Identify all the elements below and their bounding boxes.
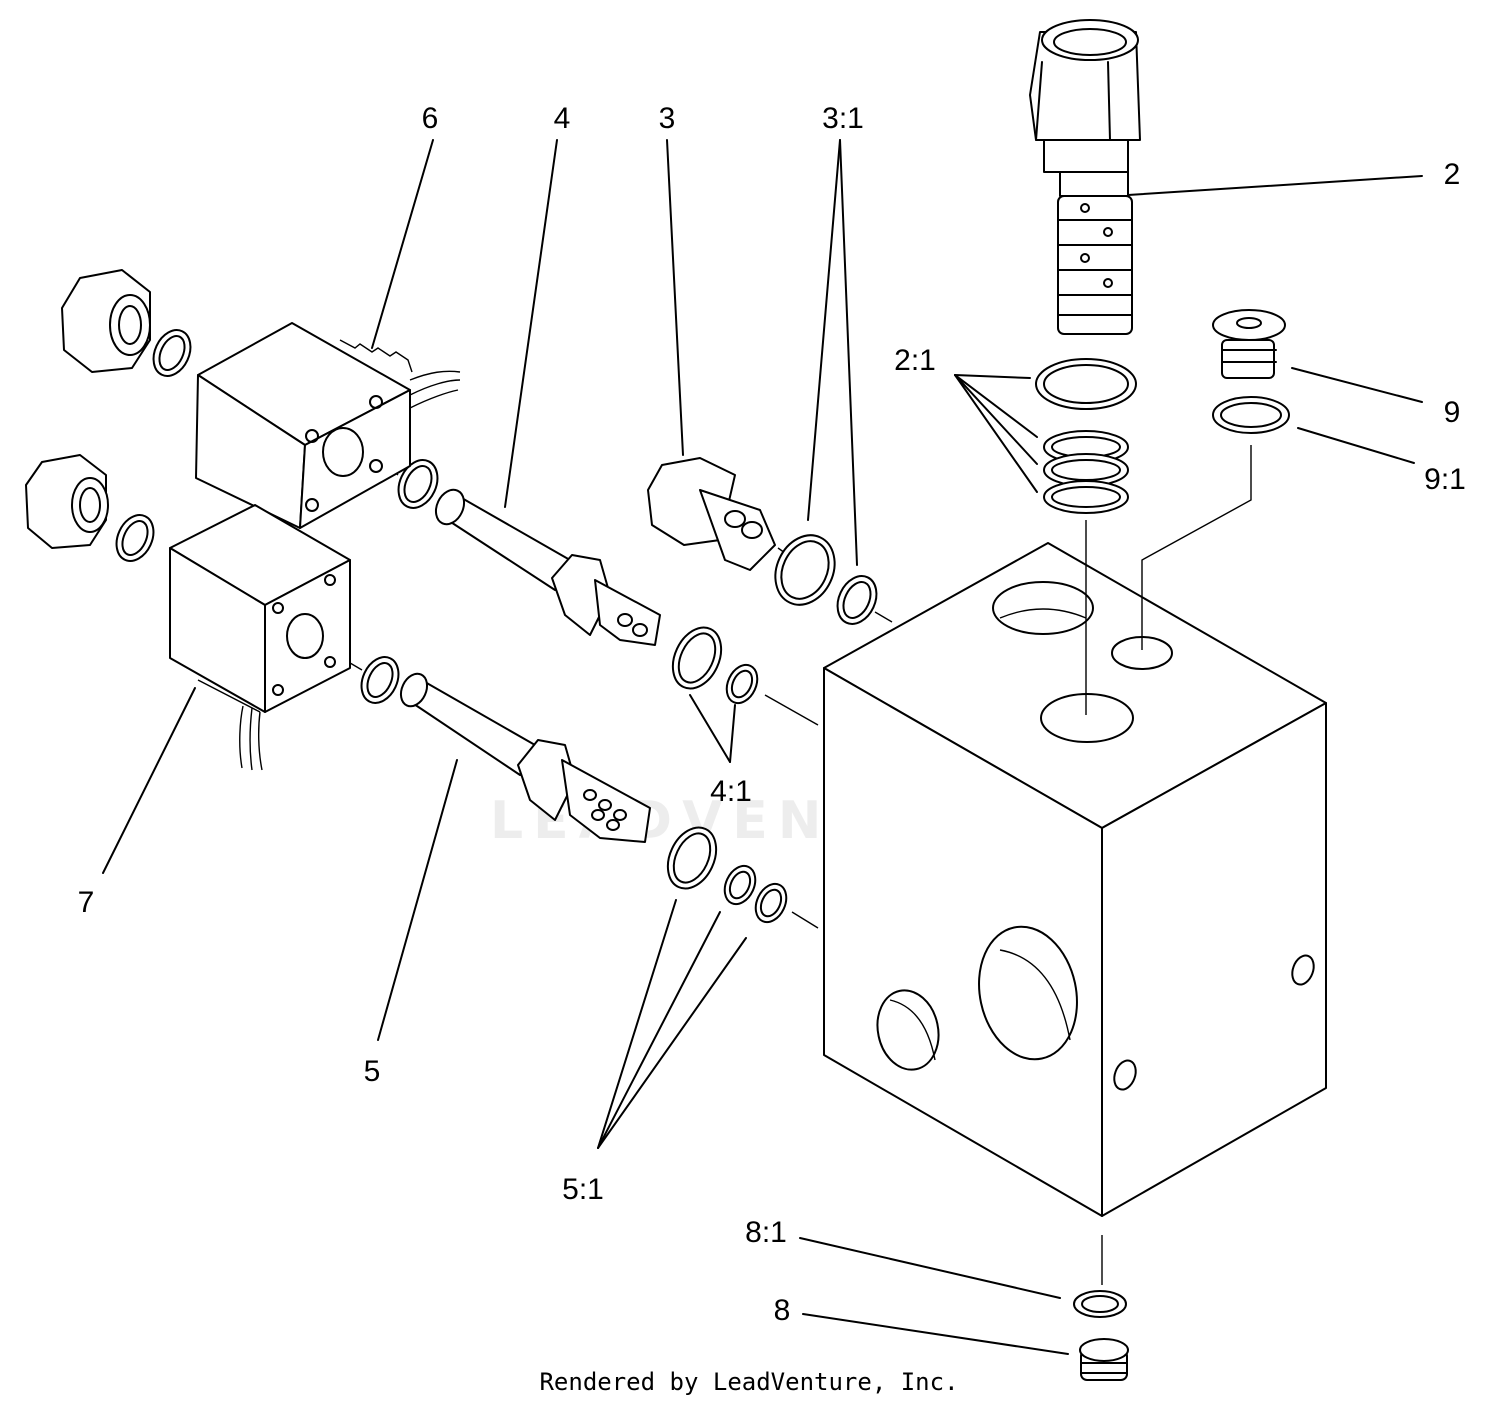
part-6-solenoid-coil: [195, 322, 461, 529]
callout-4-1: 4:1: [710, 775, 752, 808]
callout-2: 2: [1444, 158, 1461, 191]
footer-credit: Rendered by LeadVenture, Inc.: [539, 1368, 958, 1396]
part-6-nut: [61, 269, 192, 377]
callout-labels: 6 4 3 3:1 2 2:1 9 9:1 4:1 7 5 5:1 8:1 8: [78, 102, 1466, 1327]
callout-2-1: 2:1: [894, 344, 936, 377]
part-4-valve-stem: [381, 459, 661, 646]
callout-9: 9: [1444, 396, 1461, 429]
part-7-nut: [25, 454, 155, 562]
manifold-block: [823, 542, 1327, 1217]
callout-3: 3: [659, 102, 676, 135]
callout-4: 4: [554, 102, 571, 135]
part-7-solenoid-coil: [169, 504, 351, 771]
part-5-1-rings: [360, 656, 819, 929]
callout-8-1: 8:1: [745, 1216, 787, 1249]
part-2-1-seals: [1035, 358, 1137, 715]
callout-7: 7: [78, 886, 95, 919]
callout-5-1: 5:1: [562, 1173, 604, 1206]
leader-lines: [102, 139, 1423, 1355]
part-4-1-rings: [397, 459, 819, 726]
part-8-plug: [1073, 1235, 1129, 1381]
part-2-cartridge-valve: [1029, 19, 1141, 335]
part-5-valve-stem: [344, 659, 651, 843]
part-9-plug: [1141, 309, 1290, 650]
callout-9-1: 9:1: [1424, 463, 1466, 496]
callout-3-1: 3:1: [822, 102, 864, 135]
callout-8: 8: [774, 1294, 791, 1327]
callout-6: 6: [422, 102, 439, 135]
part-3-check-valve: [647, 457, 796, 571]
callout-5: 5: [364, 1055, 381, 1088]
part-3-1-rings: [774, 534, 893, 625]
